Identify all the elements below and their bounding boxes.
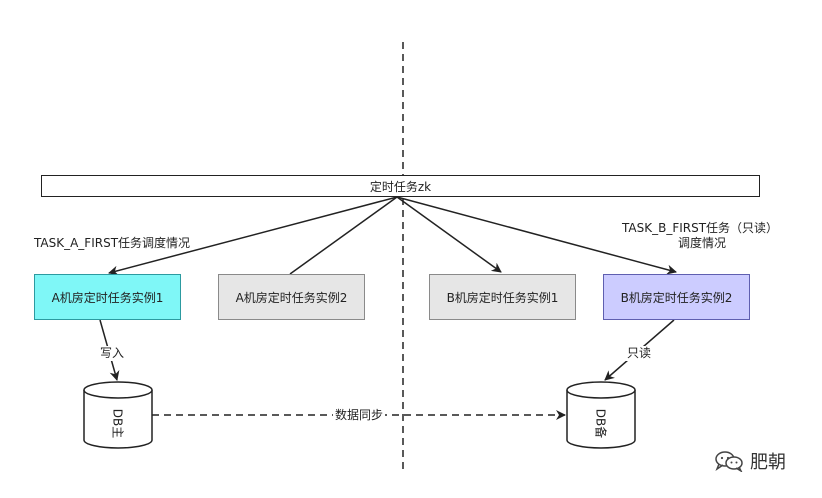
arrow-zk-to-a1 (108, 196, 398, 276)
zk-bar: 定时任务zk (41, 175, 760, 197)
task-b-first-annotation-line2: 调度情况 (678, 236, 727, 251)
task-a-instance-2-label: A机房定时任务实例2 (235, 290, 348, 305)
task-b-instance-1: B机房定时任务实例1 (429, 274, 576, 320)
db-backup-cylinder (566, 381, 636, 449)
wechat-icon (715, 451, 743, 472)
zk-bar-label: 定时任务zk (369, 179, 432, 194)
task-b-instance-2: B机房定时任务实例2 (603, 274, 750, 320)
task-b-first-annotation-line1: TASK_B_FIRST任务（只读） (622, 221, 779, 236)
db-main-cylinder (83, 381, 153, 449)
data-sync-label: 数据同步 (333, 408, 386, 423)
task-a-instance-1: A机房定时任务实例1 (34, 274, 181, 320)
db-backup-label: DB备 (593, 408, 608, 439)
task-a-first-annotation: TASK_A_FIRST任务调度情况 (34, 236, 191, 251)
readonly-label: 只读 (625, 346, 654, 361)
watermark-text: 肥朝 (750, 452, 786, 473)
watermark: 肥朝 (714, 448, 786, 474)
arrow-zk-to-b1 (396, 196, 502, 273)
task-a-instance-2: A机房定时任务实例2 (218, 274, 365, 320)
write-label: 写入 (98, 346, 127, 361)
task-a-instance-1-label: A机房定时任务实例1 (51, 290, 164, 305)
arrow-zk-to-b2 (396, 196, 677, 275)
line-zk-to-a2 (289, 196, 398, 275)
db-main-label: DB主 (110, 408, 125, 439)
task-b-instance-1-label: B机房定时任务实例1 (446, 290, 559, 305)
task-b-instance-2-label: B机房定时任务实例2 (620, 290, 733, 305)
